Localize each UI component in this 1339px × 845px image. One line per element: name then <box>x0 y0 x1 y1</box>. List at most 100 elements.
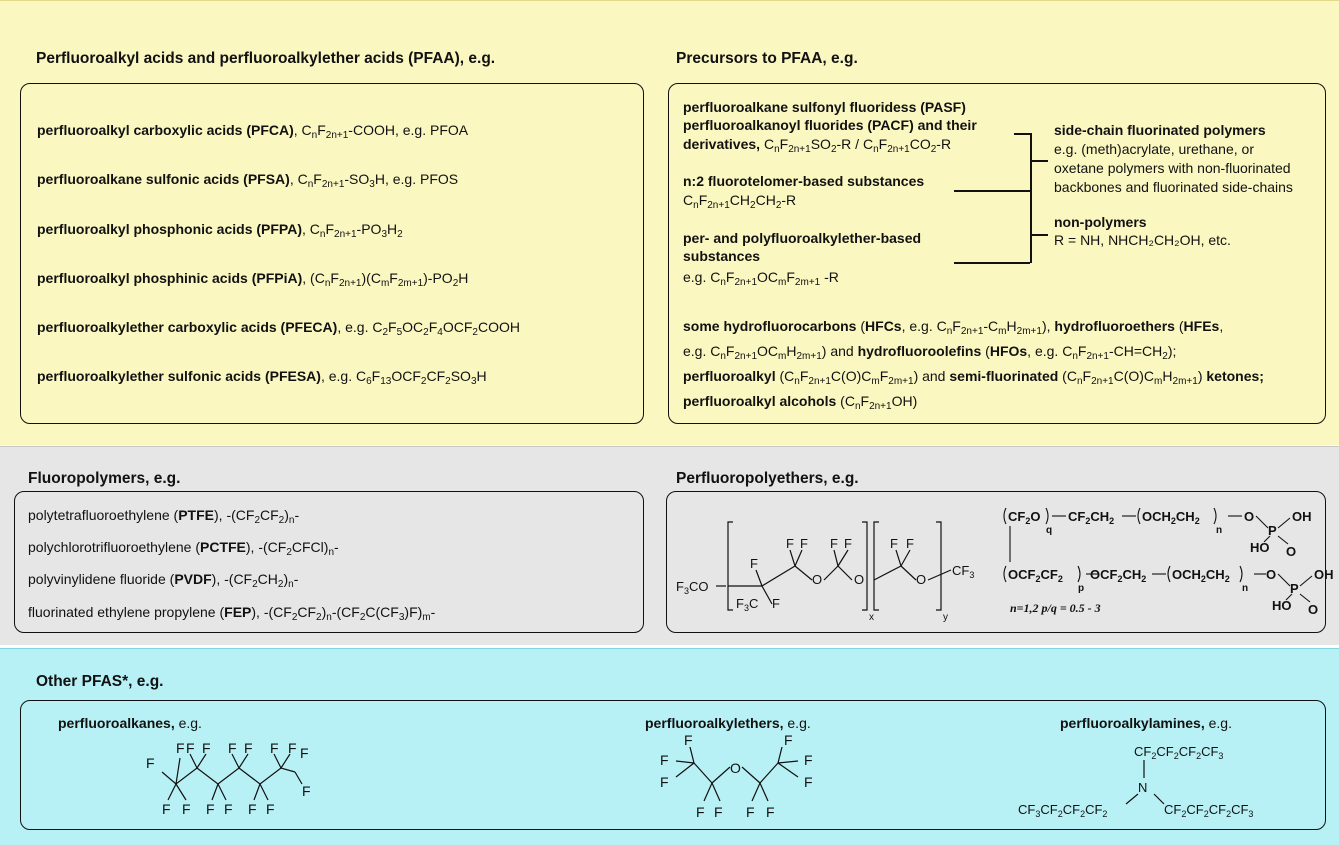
bracket-line <box>1030 234 1048 236</box>
svg-text:O: O <box>1244 509 1254 524</box>
pfaa-heading: Perfluoroalkyl acids and perfluoroalkyle… <box>36 50 496 67</box>
svg-text:y: y <box>943 612 948 623</box>
svg-text:O: O <box>812 572 822 587</box>
svg-text:OCF2CH2: OCF2CH2 <box>1090 567 1146 584</box>
svg-text:F: F <box>182 801 191 817</box>
precursors-box <box>668 83 1326 424</box>
svg-text:F: F <box>804 752 813 768</box>
svg-text:F: F <box>714 804 723 820</box>
fluoropolymers-box <box>14 491 644 633</box>
svg-text:F: F <box>202 740 211 756</box>
svg-text:F: F <box>684 735 693 748</box>
pfca-line: perfluoroalkyl carboxylic acids (PFCA), … <box>37 122 469 141</box>
pfesa-line: perfluoroalkylether sulfonic acids (PFES… <box>37 368 487 387</box>
bracket-line <box>954 190 1030 192</box>
svg-text:n: n <box>1242 583 1248 594</box>
pasf-label: perfluoroalkane sulfonyl fluoridess (PAS… <box>683 99 966 115</box>
ptfe-line: polytetrafluoroethylene (PTFE), -(CF2CF2… <box>28 507 300 526</box>
pacf-derivatives: derivatives, CnF2n+1SO2-R / CnF2n+1CO2-R <box>683 136 952 155</box>
svg-text:HO: HO <box>1250 540 1270 555</box>
svg-text:O: O <box>1286 544 1296 559</box>
svg-text:O: O <box>916 572 926 587</box>
fluorotelomer-label: n:2 fluorotelomer-based substances <box>683 173 925 189</box>
fluorotelomer-formula: CnF2n+1CH2CH2-R <box>683 192 797 211</box>
svg-text:n: n <box>1216 525 1222 536</box>
svg-text:F: F <box>804 774 813 790</box>
svg-text:F: F <box>248 801 257 817</box>
side-chain-title: side-chain fluorinated polymers <box>1054 122 1266 138</box>
side-chain-desc-2: oxetane polymers with non-fluorinated <box>1054 160 1291 176</box>
svg-text:OH: OH <box>1314 567 1334 582</box>
pfpe-condition: n=1,2 p/q = 0.5 - 3 <box>1010 601 1101 615</box>
svg-text:OCH2CH2: OCH2CH2 <box>1142 509 1200 526</box>
svg-text:CF2CH2: CF2CH2 <box>1068 509 1114 526</box>
svg-text:F: F <box>244 740 253 756</box>
svg-text:F: F <box>772 596 780 611</box>
svg-text:F: F <box>266 801 275 817</box>
hfc-line: some hydrofluorocarbons (HFCs, e.g. CnF2… <box>683 318 1224 337</box>
precursors-heading: Precursors to PFAA, e.g. <box>676 50 858 67</box>
svg-text:F: F <box>162 801 171 817</box>
svg-text:F: F <box>766 804 775 820</box>
pfpe-structure: F3CO F F F O F F O F3C F x F F O CF3 y <box>676 521 974 623</box>
pctfe-line: polychlorotrifluoroethylene (PCTFE), -(C… <box>28 539 339 558</box>
svg-text:F: F <box>784 735 793 748</box>
pfpe-heading: Perfluoropolyethers, e.g. <box>676 470 859 487</box>
svg-text:F: F <box>696 804 705 820</box>
pfaa-box <box>20 83 644 424</box>
svg-text:x: x <box>869 612 874 623</box>
svg-text:F: F <box>660 752 669 768</box>
svg-text:p: p <box>1078 583 1084 594</box>
fep-line: fluorinated ethylene propylene (FEP), -(… <box>28 604 436 623</box>
ether-based-formula: e.g. CnF2n+1OCmF2m+1 -R <box>683 269 839 288</box>
alkanes-label: perfluoroalkanes, e.g. <box>58 715 202 731</box>
svg-text:CF2CF2CF2CF3: CF2CF2CF2CF3 <box>1134 744 1223 761</box>
svg-text:F: F <box>660 774 669 790</box>
svg-text:F: F <box>800 536 808 551</box>
other-pfas-heading: Other PFAS*, e.g. <box>36 673 164 690</box>
bracket-line <box>1014 133 1030 135</box>
other-pfas-box <box>20 700 1326 830</box>
svg-text:CF2CF2CF2CF3: CF2CF2CF2CF3 <box>1164 802 1253 819</box>
polymers-section <box>0 446 1339 645</box>
svg-text:q: q <box>1046 525 1052 536</box>
pfeca-line: perfluoroalkylether carboxylic acids (PF… <box>37 319 520 338</box>
svg-text:O: O <box>854 572 864 587</box>
alcohols-line: perfluoroalkyl alcohols (CnF2n+1OH) <box>683 393 918 412</box>
svg-text:F3C: F3C <box>736 596 758 613</box>
side-chain-desc-3: backbones and fluorinated side-chains <box>1054 179 1293 195</box>
ethers-label: perfluoroalkylethers, e.g. <box>645 715 811 731</box>
hfe-line: e.g. CnF2n+1OCmH2m+1) and hydrofluoroole… <box>683 343 1177 362</box>
ether-based-label-1: per- and polyfluoroalkylether-based <box>683 230 922 246</box>
other-pfas-section <box>0 648 1339 845</box>
svg-text:F: F <box>176 740 185 756</box>
ether-based-label-2: substances <box>683 248 761 264</box>
svg-text:N: N <box>1138 780 1147 795</box>
svg-text:F: F <box>288 740 297 756</box>
svg-text:F: F <box>206 801 215 817</box>
svg-text:P: P <box>1268 523 1277 538</box>
pfaa-section <box>0 0 1339 445</box>
svg-text:CF3: CF3 <box>952 563 974 580</box>
pacf-label: perfluoroalkanoyl fluorides (PACF) and t… <box>683 117 977 133</box>
svg-text:F: F <box>786 536 794 551</box>
svg-text:F: F <box>890 536 898 551</box>
ketones-line: perfluoroalkyl (CnF2n+1C(O)CmF2m+1) and … <box>683 368 1264 387</box>
pfpa-line: perfluoroalkyl phosphonic acids (PFPA), … <box>37 221 403 240</box>
pvdf-line: polyvinylidene fluoride (PVDF), -(CF2CH2… <box>28 571 299 590</box>
svg-text:F: F <box>830 536 838 551</box>
svg-text:F: F <box>302 783 311 799</box>
pfpe-phosphate-structure: CF2O q CF2CH2 OCH2CH2 n O P OH HO O OCF2… <box>1003 507 1334 617</box>
svg-text:F: F <box>228 740 237 756</box>
svg-text:HO: HO <box>1272 598 1292 613</box>
svg-text:F: F <box>906 536 914 551</box>
svg-text:F3CO: F3CO <box>676 579 708 596</box>
pfpia-line: perfluoroalkyl phosphinic acids (PFPiA),… <box>37 270 469 289</box>
amines-label: perfluoroalkylamines, e.g. <box>1060 715 1232 731</box>
svg-text:F: F <box>186 740 195 756</box>
non-polymers-desc: R = NH, NHCH₂CH₂OH, etc. <box>1054 232 1231 248</box>
bracket-line <box>954 262 1030 264</box>
bracket-line <box>1030 160 1048 162</box>
